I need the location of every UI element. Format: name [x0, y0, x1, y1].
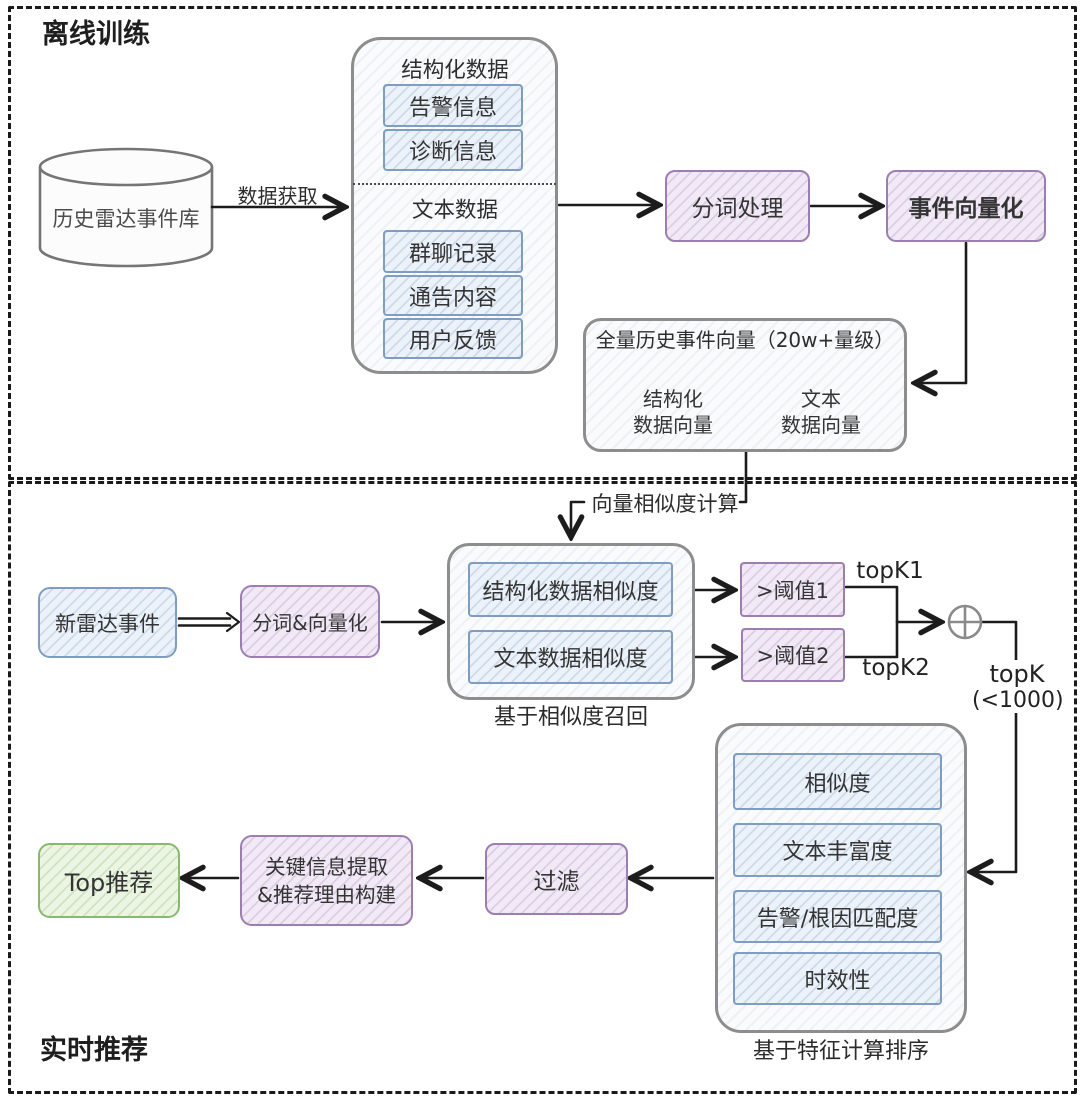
similarity-calc-label: 向量相似度计算 — [591, 492, 739, 516]
extract-box-line2: &推荐理由构建 — [257, 882, 396, 907]
threshold2-box: >阈值2 — [741, 628, 845, 682]
fetch-arrow-label: 数据获取 — [237, 183, 318, 208]
structured-similarity-box: 结构化数据相似度 — [468, 562, 673, 617]
recall-caption: 基于相似度召回 — [493, 705, 648, 730]
top-recommendation-box: Top推荐 — [38, 843, 180, 918]
text-similarity-box: 文本数据相似度 — [468, 630, 673, 684]
segvec-box: 分词&向量化 — [240, 585, 380, 658]
history-db-cylinder — [38, 147, 214, 268]
merge-plus-icon — [947, 604, 983, 640]
history-db-label: 历史雷达事件库 — [52, 207, 200, 231]
similarity-feature-box: 相似度 — [733, 753, 942, 810]
text-vector-label: 文本 数据向量 — [752, 385, 890, 439]
extract-box: 关键信息提取 &推荐理由构建 — [240, 835, 413, 926]
alert-info-box: 告警信息 — [383, 84, 523, 127]
user-feedback-box: 用户反馈 — [383, 318, 523, 359]
realtime-section-frame — [8, 481, 1077, 1094]
new-event-box: 新雷达事件 — [38, 587, 177, 658]
databox-divider — [353, 183, 556, 185]
vector-store-container — [583, 318, 907, 452]
rank-caption: 基于特征计算排序 — [752, 1039, 929, 1064]
topk2-label: topK2 — [862, 655, 930, 681]
chat-record-box: 群聊记录 — [383, 230, 523, 273]
arrow-merge-to-rank — [972, 620, 1018, 872]
text-data-title: 文本数据 — [411, 197, 498, 223]
line-store-to-simlabel — [738, 450, 748, 504]
vectorization-box: 事件向量化 — [886, 170, 1046, 242]
offline-section-frame — [8, 6, 1077, 480]
line-merge-bracket — [843, 585, 899, 659]
topk-limit-value: (<1000) — [972, 688, 1064, 713]
topk1-label: topK1 — [856, 558, 924, 584]
structured-vector-line1: 结构化 — [643, 387, 703, 411]
announcement-box: 通告内容 — [383, 275, 523, 316]
vector-store-title: 全量历史事件向量（20w+量级） — [595, 327, 895, 352]
arrow-newevent-head — [225, 611, 241, 633]
diagnosis-info-box: 诊断信息 — [383, 129, 523, 171]
text-richness-box: 文本丰富度 — [733, 823, 942, 877]
filter-box: 过滤 — [485, 843, 628, 915]
extract-box-line1: 关键信息提取 — [265, 854, 388, 879]
text-vector-line2: 数据向量 — [781, 413, 861, 437]
realtime-section-label: 实时推荐 — [40, 1034, 148, 1066]
topk-label: topK — [989, 660, 1045, 688]
arrow-vectorize-to-store — [916, 241, 968, 383]
segmentation-box: 分词处理 — [665, 170, 810, 242]
structured-data-title: 结构化数据 — [401, 57, 509, 83]
structured-vector-line2: 数据向量 — [633, 413, 713, 437]
structured-vector-label: 结构化 数据向量 — [608, 385, 738, 439]
arrow-simlabel-to-recall — [571, 500, 586, 536]
threshold1-box: >阈值1 — [740, 562, 845, 617]
alert-rootcause-match-box: 告警/根因匹配度 — [733, 890, 942, 943]
text-vector-line1: 文本 — [801, 387, 841, 411]
topk-limit-label: topK (<1000) — [972, 660, 1064, 713]
offline-section-label: 离线训练 — [42, 18, 150, 50]
timeliness-box: 时效性 — [733, 952, 942, 1005]
